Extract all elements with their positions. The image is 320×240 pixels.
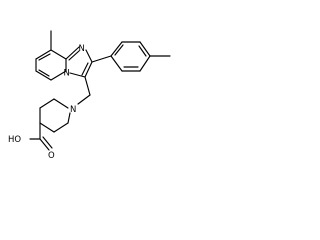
atom-label-n-bridgehead: N [64,69,70,79]
atom-labels: N N N HO O [8,44,85,159]
bond-n4-c5 [50,70,67,81]
bond-npip-c2 [53,98,69,109]
atom-label-oxygen-carbonyl: O [48,151,55,159]
bond-c6-npip [67,112,71,124]
bond-c3-ch2 [84,76,91,96]
bond-c2-c3-double [81,62,89,76]
atom-label-n-imidazole: N [79,44,85,54]
atom-label-n-piperidine: N [70,105,76,115]
bond-n1-c2 [85,49,93,63]
bonds [29,30,171,151]
bond-c-o-double-a [39,138,50,151]
bond-ch2-npip [77,94,91,105]
structure-diagram: N N N HO O [8,30,171,159]
bond-c5-c6 [35,70,52,81]
bond-c8a-n1 [65,46,80,60]
bond-c4-c5-pip [39,122,55,133]
bond-c2-aryl [91,55,112,63]
bond-ar3-ar4 [139,41,151,57]
bond-c8a-n1-double [68,50,80,61]
bond-ar3-ar4-inner [138,45,147,57]
bond-c7-c8-double [38,53,51,61]
bond-c6-c5-double [38,69,50,77]
atom-label-hydroxyl: HO [8,135,21,145]
bond-c5-c6-pip [53,122,69,133]
bond-c2-c3 [84,61,93,78]
bond-ar6-ar1 [110,55,123,72]
bond-c2-c3-pip [39,98,55,109]
bond-ar1-ar2 [110,41,123,57]
bond-c-o-double-b [42,136,53,149]
bond-ar1-ar2-inner [114,44,124,56]
bond-c8-c8a [50,49,67,60]
bond-ar4-ar5 [139,55,151,72]
bond-c3-n4 [69,72,86,78]
bond-c7-c8 [35,49,52,60]
